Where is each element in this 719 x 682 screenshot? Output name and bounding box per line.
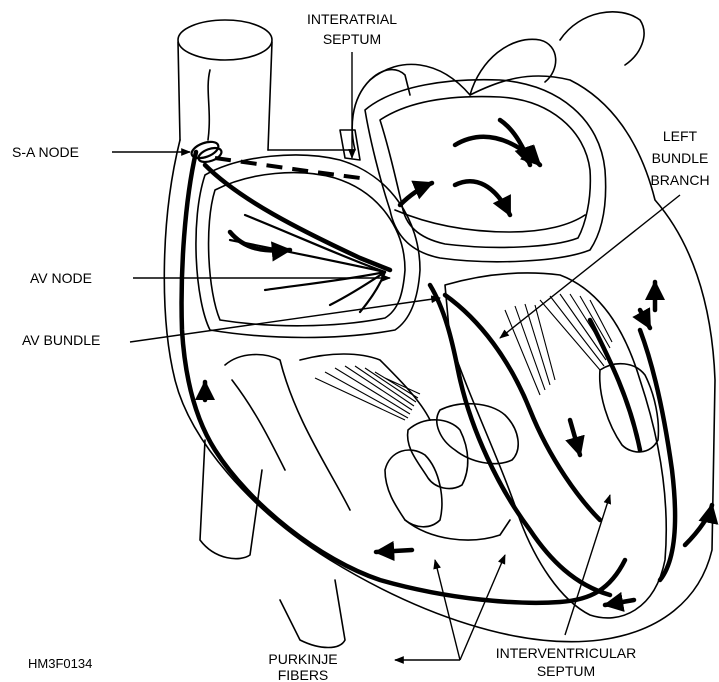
label-leaders	[112, 52, 680, 660]
label-av-node: AV NODE	[30, 270, 92, 286]
label-interatrial-septum-2: SEPTUM	[323, 31, 381, 47]
label-purkinje-1: PURKINJE	[268, 651, 337, 667]
label-left-bundle-2: BUNDLE	[652, 150, 709, 166]
left-atrium	[365, 80, 606, 262]
label-av-bundle: AV BUNDLE	[22, 332, 100, 348]
label-purkinje-2: FIBERS	[278, 667, 329, 682]
heart-outline	[164, 12, 715, 648]
label-interventricular-1: INTERVENTRICULAR	[496, 645, 637, 661]
left-ventricle	[437, 273, 666, 618]
right-atrium	[196, 155, 420, 338]
label-left-bundle-3: BRANCH	[650, 172, 709, 188]
figure-id: HM3F0134	[28, 656, 92, 671]
av-node-fan	[230, 215, 385, 312]
label-interatrial-septum-1: INTERATRIAL	[307, 11, 397, 27]
superior-vena-cava	[178, 20, 272, 150]
label-left-bundle-1: LEFT	[663, 128, 698, 144]
interatrial-septum-shape	[340, 130, 360, 160]
label-interventricular-2: SEPTUM	[537, 663, 595, 679]
label-sa-node: S-A NODE	[12, 144, 79, 160]
